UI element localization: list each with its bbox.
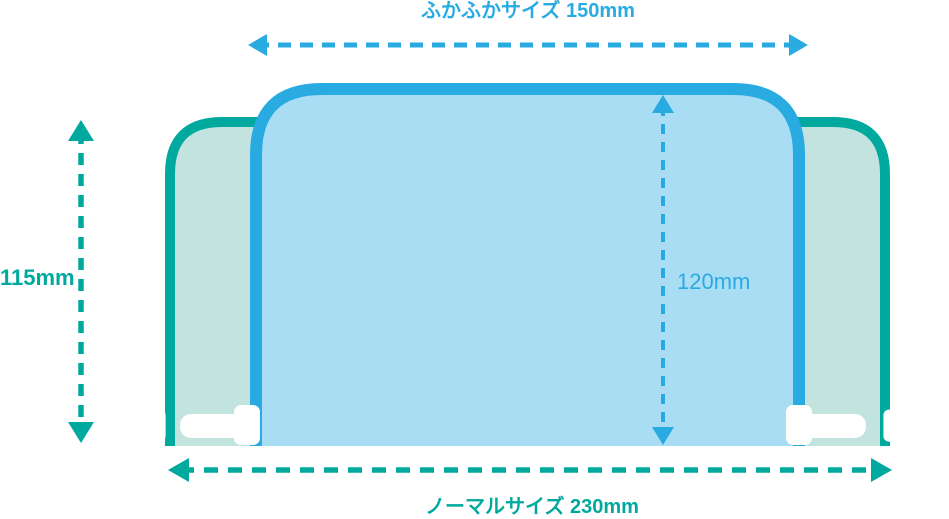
height-arrow-fukafuka <box>652 95 674 445</box>
fukafuka-width-label: ふかふかサイズ 150mm <box>421 0 635 22</box>
fukafuka-pouch <box>250 83 805 446</box>
width-arrow-fukafuka <box>248 34 808 56</box>
arrowhead-right-icon <box>789 34 808 56</box>
arrowhead-up-icon <box>652 95 674 113</box>
arrowhead-up-icon <box>68 120 94 141</box>
height-arrow-normal <box>68 120 94 443</box>
normal-zipper-right-icon <box>883 409 948 442</box>
fukafuka-pouch-body <box>256 89 799 446</box>
arrowhead-down-icon <box>68 422 94 443</box>
arrowhead-right-icon <box>871 458 892 482</box>
normal-height-label: 115mm <box>0 265 75 290</box>
fukafuka-pouch-outline <box>250 83 805 446</box>
width-arrow-normal <box>168 458 892 482</box>
arrowhead-left-icon <box>248 34 267 56</box>
arrowhead-down-icon <box>652 427 674 445</box>
normal-zipper-left-icon <box>101 409 166 442</box>
arrowhead-left-icon <box>168 458 189 482</box>
normal-width-label: ノーマルサイズ 230mm <box>425 496 639 518</box>
fukafuka-height-label: 120mm <box>677 269 751 294</box>
